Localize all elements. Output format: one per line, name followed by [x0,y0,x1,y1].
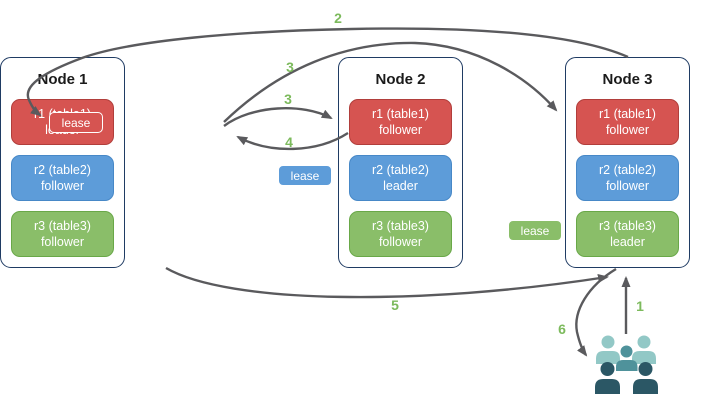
node-3-replica-r1: r1 (table1) follower [576,99,679,145]
replica-role: follower [605,179,650,193]
node-3-title: Node 3 [602,71,653,88]
replica-label: r2 (table2) [599,162,656,177]
lease-label: lease [290,168,320,183]
node-3-replica-r3: r3 (table3) leader [576,211,679,257]
lease-badge-green: lease [508,220,562,241]
replica-role: leader [610,235,645,249]
step-label-5: 5 [391,297,399,313]
arrow-step-5 [165,266,609,299]
node-1-box: Node 1 r1 (table1) leader r2 (table2) fo… [0,57,125,268]
replica-label: r3 (table3) [372,218,429,233]
node-1-title: Node 1 [37,71,88,88]
lease-badge-red: lease [49,112,103,133]
node-2-title: Node 2 [375,71,426,88]
node-2-replica-r1: r1 (table1) follower [349,99,452,145]
replica-role: follower [378,235,423,249]
node-2-box: Node 2 r1 (table1) follower r2 (table2) … [338,57,463,268]
node-1-replica-r2: r2 (table2) follower [11,155,114,201]
replica-role: follower [378,123,423,137]
replica-label: r3 (table3) [599,218,656,233]
step-label-2: 2 [334,10,342,26]
replica-role: follower [605,123,650,137]
node-3-replica-r2: r2 (table2) follower [576,155,679,201]
replica-role: follower [40,179,85,193]
lease-badge-blue: lease [278,165,332,186]
step-label-1: 1 [636,298,644,314]
replica-role: follower [40,235,85,249]
node-1-replica-r3: r3 (table3) follower [11,211,114,257]
step-label-3b: 3 [284,91,292,107]
lease-label: lease [61,115,91,130]
replica-label: r2 (table2) [34,162,91,177]
replica-role: leader [383,179,418,193]
node-2-replica-r2: r2 (table2) leader [349,155,452,201]
replica-label: r3 (table3) [34,218,91,233]
replica-label: r1 (table1) [599,106,656,121]
node-3-box: Node 3 r1 (table1) follower r2 (table2) … [565,57,690,268]
replica-label: r2 (table2) [372,162,429,177]
step-label-6: 6 [558,321,566,337]
arrow-step-3-to-node2 [223,107,333,127]
node-2-replica-r3: r3 (table3) follower [349,211,452,257]
users-group-icon [595,335,658,394]
step-label-3a: 3 [286,59,294,75]
step-label-4: 4 [285,134,293,150]
lease-label: lease [520,223,550,238]
replica-label: r1 (table1) [372,106,429,121]
